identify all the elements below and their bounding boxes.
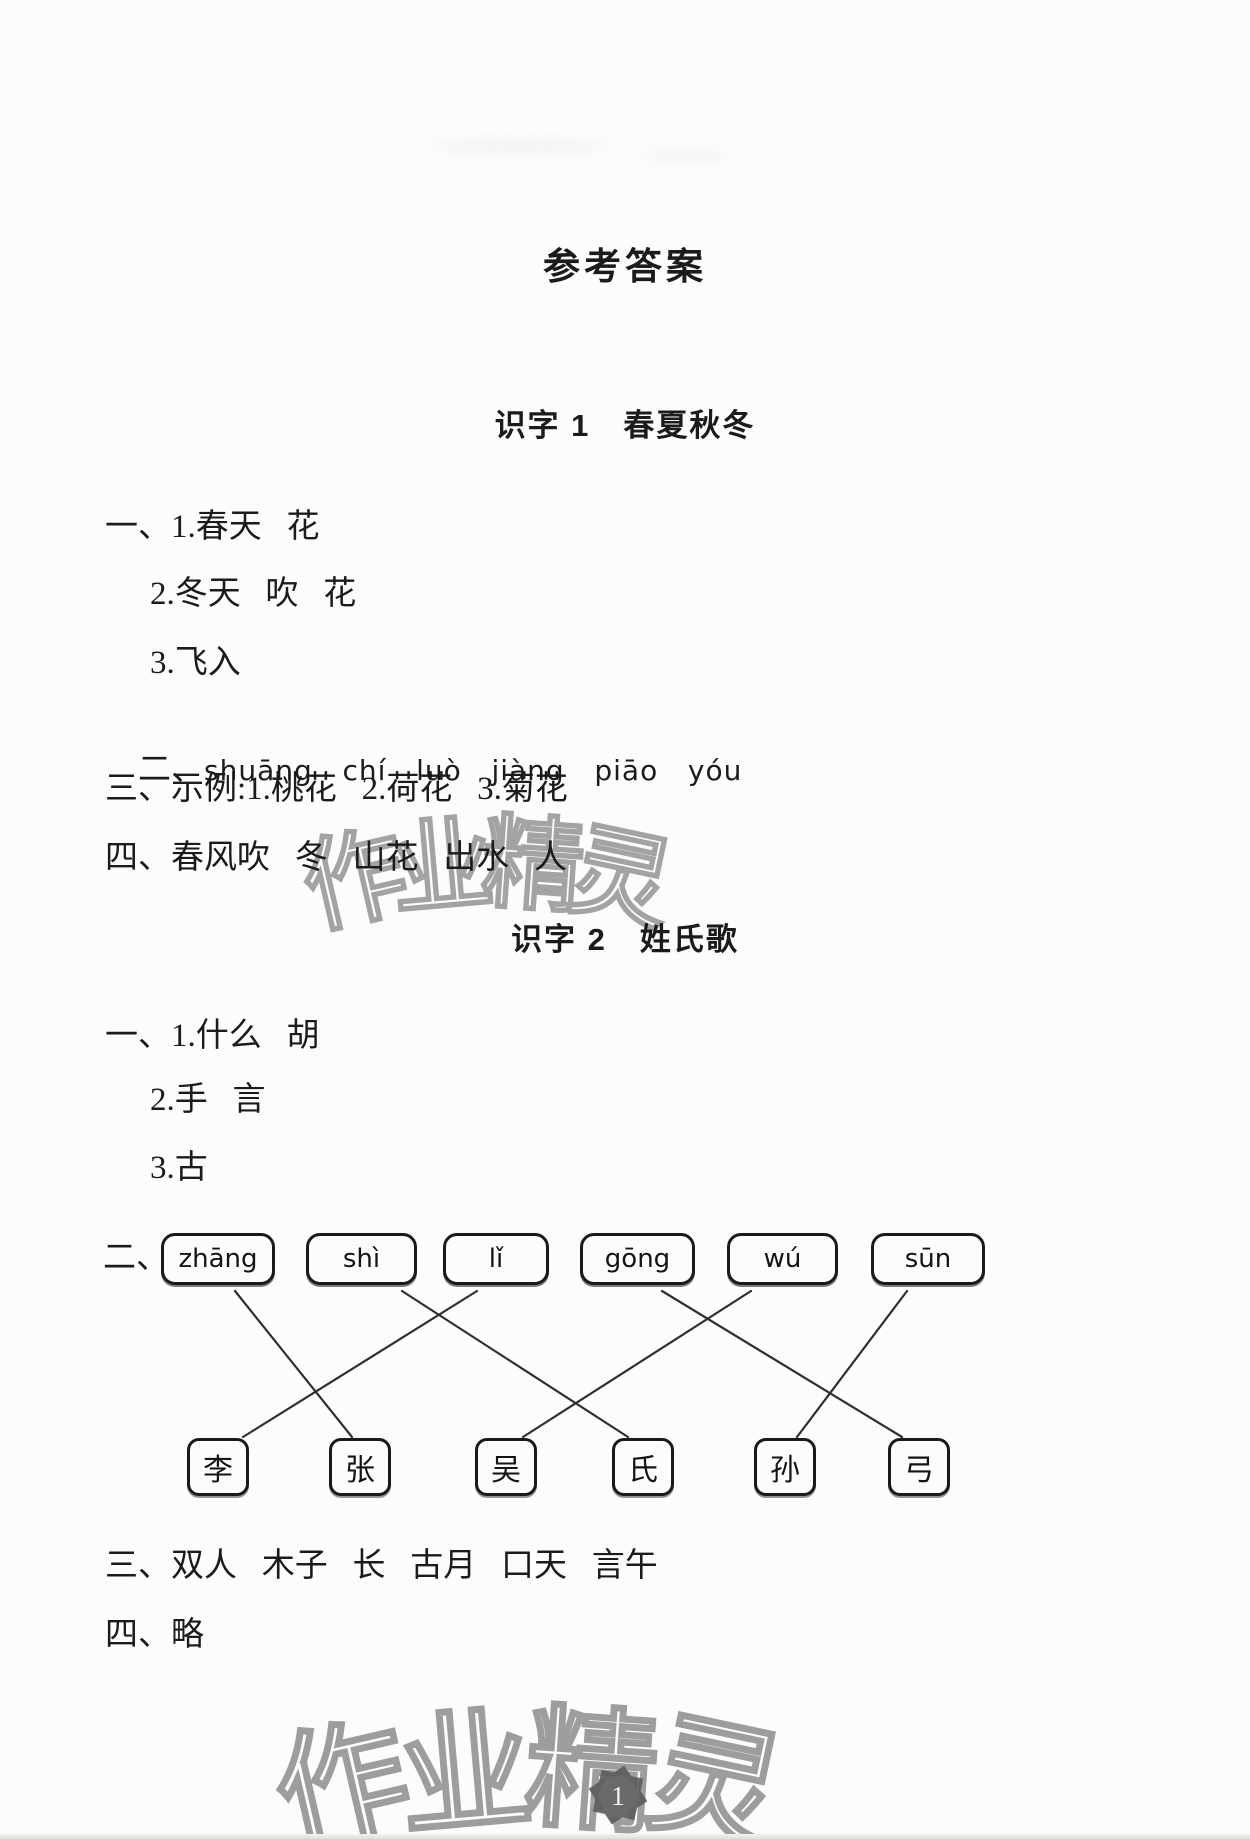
hanzi-box-shi: 氏: [612, 1438, 674, 1496]
pinyin-box-shi: shì: [306, 1233, 417, 1285]
scan-page-edge: [0, 1834, 1250, 1839]
pinyin-box-sun: sūn: [871, 1233, 985, 1285]
page-number: 1: [611, 1781, 625, 1811]
connection-sun: [795, 1289, 909, 1439]
answer-line-s1-q4: 四、春风吹 冬 山花 出水 人: [105, 840, 567, 876]
connection-zhang: [233, 1289, 354, 1439]
watermark-char: 业: [392, 1694, 534, 1839]
section1-title: 识字 1 春夏秋冬: [494, 408, 756, 443]
pinyin-answer: shuāng chí luò jiàng piāo yóu: [204, 754, 743, 787]
connection-shi: [400, 1289, 630, 1439]
answer-line-s1-q2: 二、shuāng chí luò jiàng piāo yóu: [105, 704, 742, 837]
connection-li: [241, 1289, 479, 1439]
badge-inner-circle: [599, 1776, 637, 1814]
answer-label: 二、: [138, 752, 204, 788]
connection-wu: [521, 1289, 753, 1439]
answer-line-s2-q4: 四、略: [105, 1617, 204, 1653]
pinyin-box-li: lǐ: [443, 1233, 549, 1285]
hanzi-box-gong: 弓: [888, 1438, 950, 1496]
section2-title: 识字 2 姓氏歌: [511, 922, 739, 957]
answer-line-s2-q1-1: 一、1.什么 胡: [105, 1018, 320, 1054]
hanzi-box-sun: 孙: [754, 1438, 816, 1496]
scan-artifact: [640, 150, 730, 162]
matching-question-label: 二、: [103, 1240, 169, 1276]
answer-line-s2-q1-2: 2.手 言: [150, 1082, 266, 1118]
scan-artifact: [430, 138, 610, 154]
answer-line-s2-q1-3: 3.古: [150, 1150, 208, 1186]
page-title: 参考答案: [543, 246, 707, 287]
answer-line-s1-q1-2: 2.冬天 吹 花: [150, 576, 357, 612]
watermark-bottom: 作业精灵: [260, 1672, 792, 1839]
answer-line-s1-q1-3: 3.飞入: [150, 645, 241, 681]
pinyin-box-wu: wú: [727, 1233, 838, 1285]
connection-gong: [660, 1289, 904, 1439]
answer-line-s1-q3: 三、示例:1.桃花 2.荷花 3.菊花: [105, 771, 568, 807]
hanzi-box-li: 李: [187, 1438, 249, 1496]
hanzi-box-zhang: 张: [329, 1438, 391, 1496]
answer-line-s1-q1-1: 一、1.春天 花: [105, 509, 320, 545]
answer-line-s2-q3: 三、双人 木子 长 古月 口天 言午: [105, 1548, 658, 1584]
pinyin-box-gong: gōng: [580, 1233, 695, 1285]
page-number-badge: 1: [588, 1765, 648, 1825]
pinyin-box-zhang: zhāng: [161, 1233, 275, 1285]
hanzi-box-wu: 吴: [475, 1438, 537, 1496]
